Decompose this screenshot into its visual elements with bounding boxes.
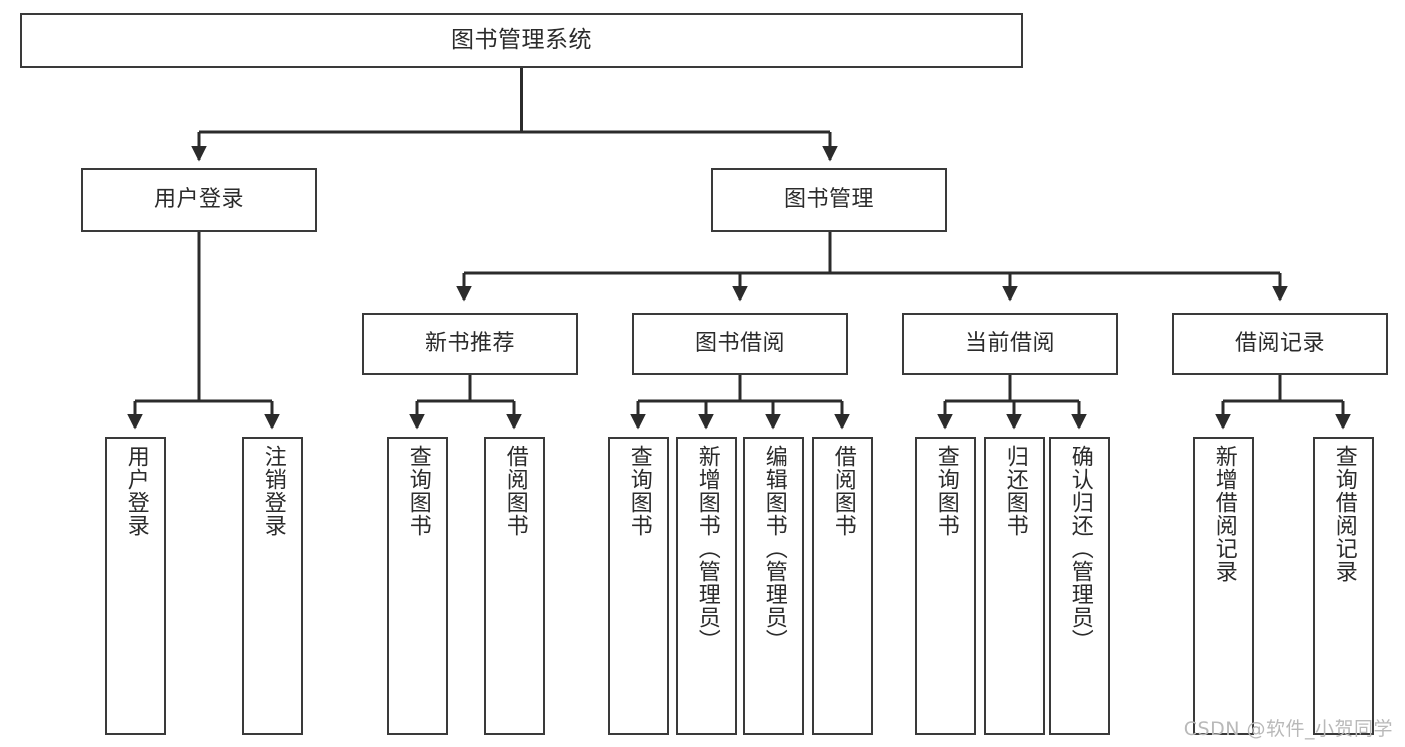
node-borrow-record[interactable]: 借阅记录 bbox=[1172, 313, 1388, 375]
node-label: 查询图书 bbox=[405, 445, 431, 537]
node-new-book-recommend[interactable]: 新书推荐 bbox=[362, 313, 578, 375]
leaf-borrow-book[interactable]: 借阅图书 bbox=[812, 437, 873, 735]
leaf-query-book-current[interactable]: 查询图书 bbox=[915, 437, 976, 735]
leaf-query-borrow-record[interactable]: 查询借阅记录 bbox=[1313, 437, 1374, 735]
node-label: 用户登录 bbox=[123, 445, 149, 537]
node-label: 借阅图书 bbox=[502, 445, 528, 537]
node-label: 借阅图书 bbox=[830, 445, 856, 537]
leaf-query-book-new[interactable]: 查询图书 bbox=[387, 437, 448, 735]
node-label: 借阅记录 bbox=[1234, 331, 1325, 357]
node-label: 查询图书 bbox=[626, 445, 652, 537]
node-label: 确认归还（管理员） bbox=[1067, 445, 1093, 652]
node-book-borrow[interactable]: 图书借阅 bbox=[632, 313, 848, 375]
leaf-user-logout[interactable]: 注销登录 bbox=[242, 437, 303, 735]
leaf-return-book[interactable]: 归还图书 bbox=[984, 437, 1045, 735]
node-user-login[interactable]: 用户登录 bbox=[81, 168, 317, 232]
node-label: 新书推荐 bbox=[424, 331, 515, 357]
node-label: 编辑图书（管理员） bbox=[761, 445, 787, 652]
leaf-user-login[interactable]: 用户登录 bbox=[105, 437, 166, 735]
leaf-query-book-borrow[interactable]: 查询图书 bbox=[608, 437, 669, 735]
node-label: 查询图书 bbox=[933, 445, 959, 537]
node-label: 图书管理 bbox=[783, 187, 874, 213]
watermark-text: CSDN @软件_小贺同学 bbox=[1183, 718, 1393, 740]
node-label: 图书管理系统 bbox=[451, 26, 592, 53]
node-label: 查询借阅记录 bbox=[1331, 445, 1357, 583]
leaf-add-book-admin[interactable]: 新增图书（管理员） bbox=[676, 437, 737, 735]
node-current-borrow[interactable]: 当前借阅 bbox=[902, 313, 1118, 375]
leaf-add-borrow-record[interactable]: 新增借阅记录 bbox=[1193, 437, 1254, 735]
node-label: 归还图书 bbox=[1002, 445, 1028, 537]
node-book-management[interactable]: 图书管理 bbox=[711, 168, 947, 232]
leaf-edit-book-admin[interactable]: 编辑图书（管理员） bbox=[743, 437, 804, 735]
node-label: 当前借阅 bbox=[964, 331, 1055, 357]
node-label: 新增图书（管理员） bbox=[694, 445, 720, 652]
leaf-borrow-book-new[interactable]: 借阅图书 bbox=[484, 437, 545, 735]
leaf-confirm-return-admin[interactable]: 确认归还（管理员） bbox=[1049, 437, 1110, 735]
node-label: 用户登录 bbox=[153, 187, 244, 213]
node-label: 新增借阅记录 bbox=[1211, 445, 1237, 583]
node-root-system[interactable]: 图书管理系统 bbox=[20, 13, 1023, 68]
node-label: 图书借阅 bbox=[694, 331, 785, 357]
node-label: 注销登录 bbox=[260, 445, 286, 537]
